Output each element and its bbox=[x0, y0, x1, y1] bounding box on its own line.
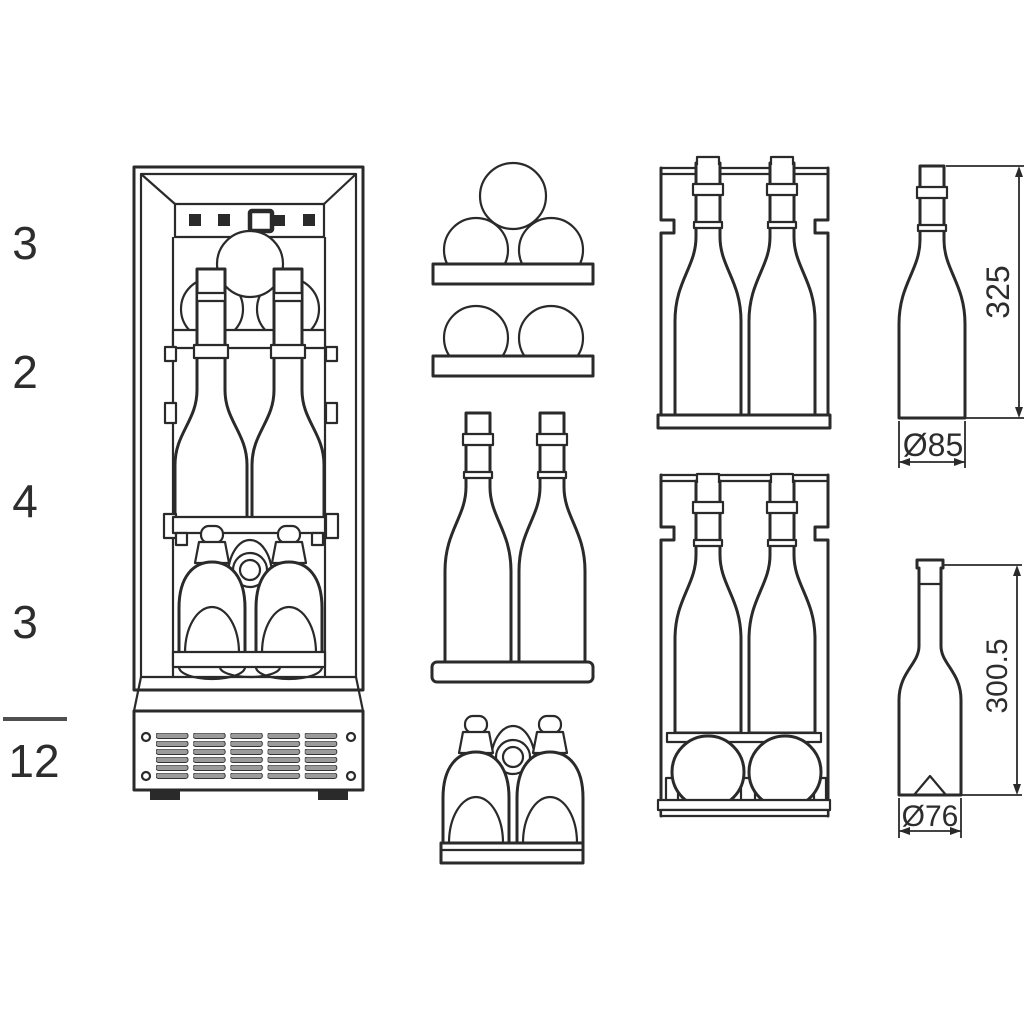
rack-lying-bottles bbox=[439, 714, 585, 865]
fridge-front-view bbox=[132, 165, 365, 800]
compartment-right-wall bbox=[813, 166, 830, 429]
capacity-column: 3 2 4 3 12 bbox=[3, 217, 67, 787]
bottle-neck-slot bbox=[769, 472, 795, 483]
screw-icon bbox=[345, 731, 357, 743]
fridge-base bbox=[132, 709, 365, 800]
rack-base bbox=[439, 841, 585, 865]
rack-two-bottles bbox=[431, 304, 595, 378]
screw-icon bbox=[345, 770, 357, 782]
panel-button-icon bbox=[303, 214, 315, 226]
shelf bbox=[431, 354, 595, 378]
count-bottom-shelf: 3 bbox=[12, 596, 38, 648]
height-dimension-label: 300.5 bbox=[981, 638, 1014, 713]
lying-bottle-end bbox=[747, 734, 823, 810]
shelf bbox=[431, 262, 595, 286]
compartment-left-wall bbox=[659, 166, 676, 429]
lying-bottle-end bbox=[670, 734, 746, 810]
bottom-lying-bottles bbox=[177, 524, 324, 655]
panel-button-icon bbox=[274, 215, 285, 226]
rail-bracket bbox=[324, 345, 339, 363]
screw-icon bbox=[140, 731, 152, 743]
diameter-dimension-label: Ø76 bbox=[902, 800, 959, 833]
shelf-bracket bbox=[324, 401, 339, 425]
height-dimension-label: 325 bbox=[980, 265, 1016, 318]
foot bbox=[318, 790, 348, 800]
shelf-two-standing-bottles bbox=[430, 411, 595, 684]
count-second-shelf: 2 bbox=[12, 346, 38, 398]
compartment-shelf bbox=[656, 413, 832, 430]
screw-icon bbox=[140, 770, 152, 782]
compartment-shelf bbox=[656, 798, 832, 812]
panel-button-icon bbox=[218, 214, 230, 226]
control-panel bbox=[173, 202, 326, 239]
lower-compartment bbox=[656, 472, 832, 818]
vent-grille bbox=[156, 733, 340, 780]
compartment-base bbox=[659, 808, 830, 818]
foot bbox=[150, 790, 180, 800]
standing-bottles bbox=[173, 267, 326, 520]
inner-shelf bbox=[665, 731, 823, 744]
fridge-interior bbox=[162, 229, 340, 681]
count-total: 12 bbox=[8, 735, 59, 787]
rail-bracket bbox=[163, 345, 178, 363]
bottle-neck-slot bbox=[769, 155, 795, 165]
count-third-shelf: 4 bbox=[12, 475, 38, 527]
count-top-shelf: 3 bbox=[12, 217, 38, 269]
compartment-right-wall bbox=[813, 473, 830, 818]
shelf-bracket bbox=[163, 401, 178, 425]
upper-compartment bbox=[656, 155, 832, 430]
rack-three-bottles bbox=[431, 161, 595, 286]
panel-button-icon bbox=[189, 214, 201, 226]
temperature-display-icon bbox=[247, 208, 275, 234]
bottle-neck-slot bbox=[695, 155, 721, 165]
bordeaux-bottle-spec: 300.5 Ø76 bbox=[897, 558, 1022, 838]
bottle-neck-slot bbox=[695, 472, 721, 483]
diameter-dimension-label: Ø85 bbox=[903, 427, 963, 463]
compartment-left-wall bbox=[659, 473, 676, 818]
shelf bbox=[430, 660, 595, 684]
burgundy-bottle-spec: 325 Ø85 bbox=[897, 164, 1024, 468]
interior-floor bbox=[171, 650, 327, 681]
